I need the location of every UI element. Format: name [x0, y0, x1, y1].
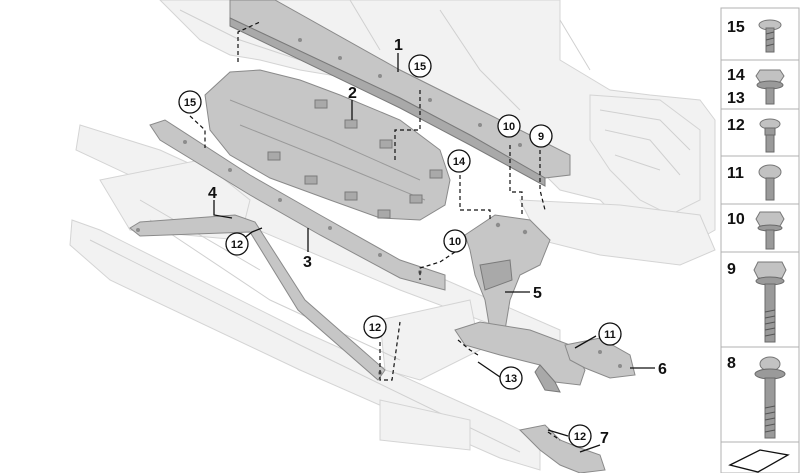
legend-label-9: 9 [727, 261, 736, 278]
circled-callout-10b: 10 [443, 229, 467, 253]
part-vertical-bracket [464, 214, 551, 331]
bolt-8-icon [754, 356, 786, 439]
callout-labels: 1 2 3 4 5 6 7 [208, 37, 667, 447]
legend-label-14: 14 [727, 67, 745, 84]
callout-5: 5 [533, 285, 542, 302]
callout-3: 3 [303, 254, 312, 271]
hex-screw-14-icon [755, 69, 785, 105]
circled-callout-11: 11 [598, 322, 622, 346]
callout-4: 4 [208, 185, 217, 202]
legend-label-11: 11 [727, 165, 744, 182]
circled-callout-15b: 15 [178, 90, 202, 114]
part-upper-carrier [229, 0, 571, 187]
svg-text:10: 10 [449, 236, 461, 248]
legend-label-12: 12 [727, 117, 745, 134]
screw-11-icon [758, 164, 782, 201]
screw-15-icon [758, 19, 782, 53]
svg-text:11: 11 [604, 329, 616, 341]
svg-text:15: 15 [184, 97, 196, 109]
part-underbody-shield [204, 69, 451, 221]
circled-callout-12a: 12 [225, 232, 249, 256]
circled-callout-12b: 12 [363, 315, 387, 339]
legend-label-15: 15 [727, 19, 745, 36]
part-diagonal-strut [129, 214, 386, 381]
hex-bolt-9-icon [753, 261, 787, 343]
part-lower-cross-member [149, 119, 446, 291]
svg-text:10: 10 [503, 121, 515, 133]
svg-text:12: 12 [369, 322, 381, 334]
callout-6: 6 [658, 361, 667, 378]
svg-text:13: 13 [505, 373, 517, 385]
svg-text:9: 9 [538, 131, 544, 143]
svg-text:12: 12 [231, 239, 243, 251]
callout-2: 2 [348, 85, 357, 102]
circled-callout-10a: 10 [497, 114, 521, 138]
part-bottom-bracket [518, 424, 606, 473]
circled-callout-15a: 15 [408, 54, 432, 78]
svg-text:12: 12 [574, 431, 586, 443]
part-lower-bracket [454, 321, 586, 393]
legend-label-13: 13 [727, 90, 745, 107]
circled-callout-14: 14 [447, 149, 471, 173]
circled-callouts: 15 15 10 9 14 10 12 12 [178, 54, 622, 448]
callout-1: 1 [394, 37, 403, 54]
circled-callout-12c: 12 [568, 424, 592, 448]
svg-text:14: 14 [453, 156, 466, 168]
legend-label-8: 8 [727, 355, 736, 372]
circled-callout-13: 13 [499, 366, 523, 390]
fastener-legend: 15 14 13 12 11 10 9 8 [720, 7, 800, 473]
callout-7: 7 [600, 430, 609, 447]
arrow-icon [728, 449, 790, 473]
circled-callout-9: 9 [529, 124, 553, 148]
hex-bolt-10-icon [755, 211, 785, 250]
screw-12-icon [759, 118, 781, 153]
legend-label-10: 10 [727, 211, 745, 228]
svg-text:15: 15 [414, 61, 426, 73]
attachment-lines [189, 21, 561, 441]
